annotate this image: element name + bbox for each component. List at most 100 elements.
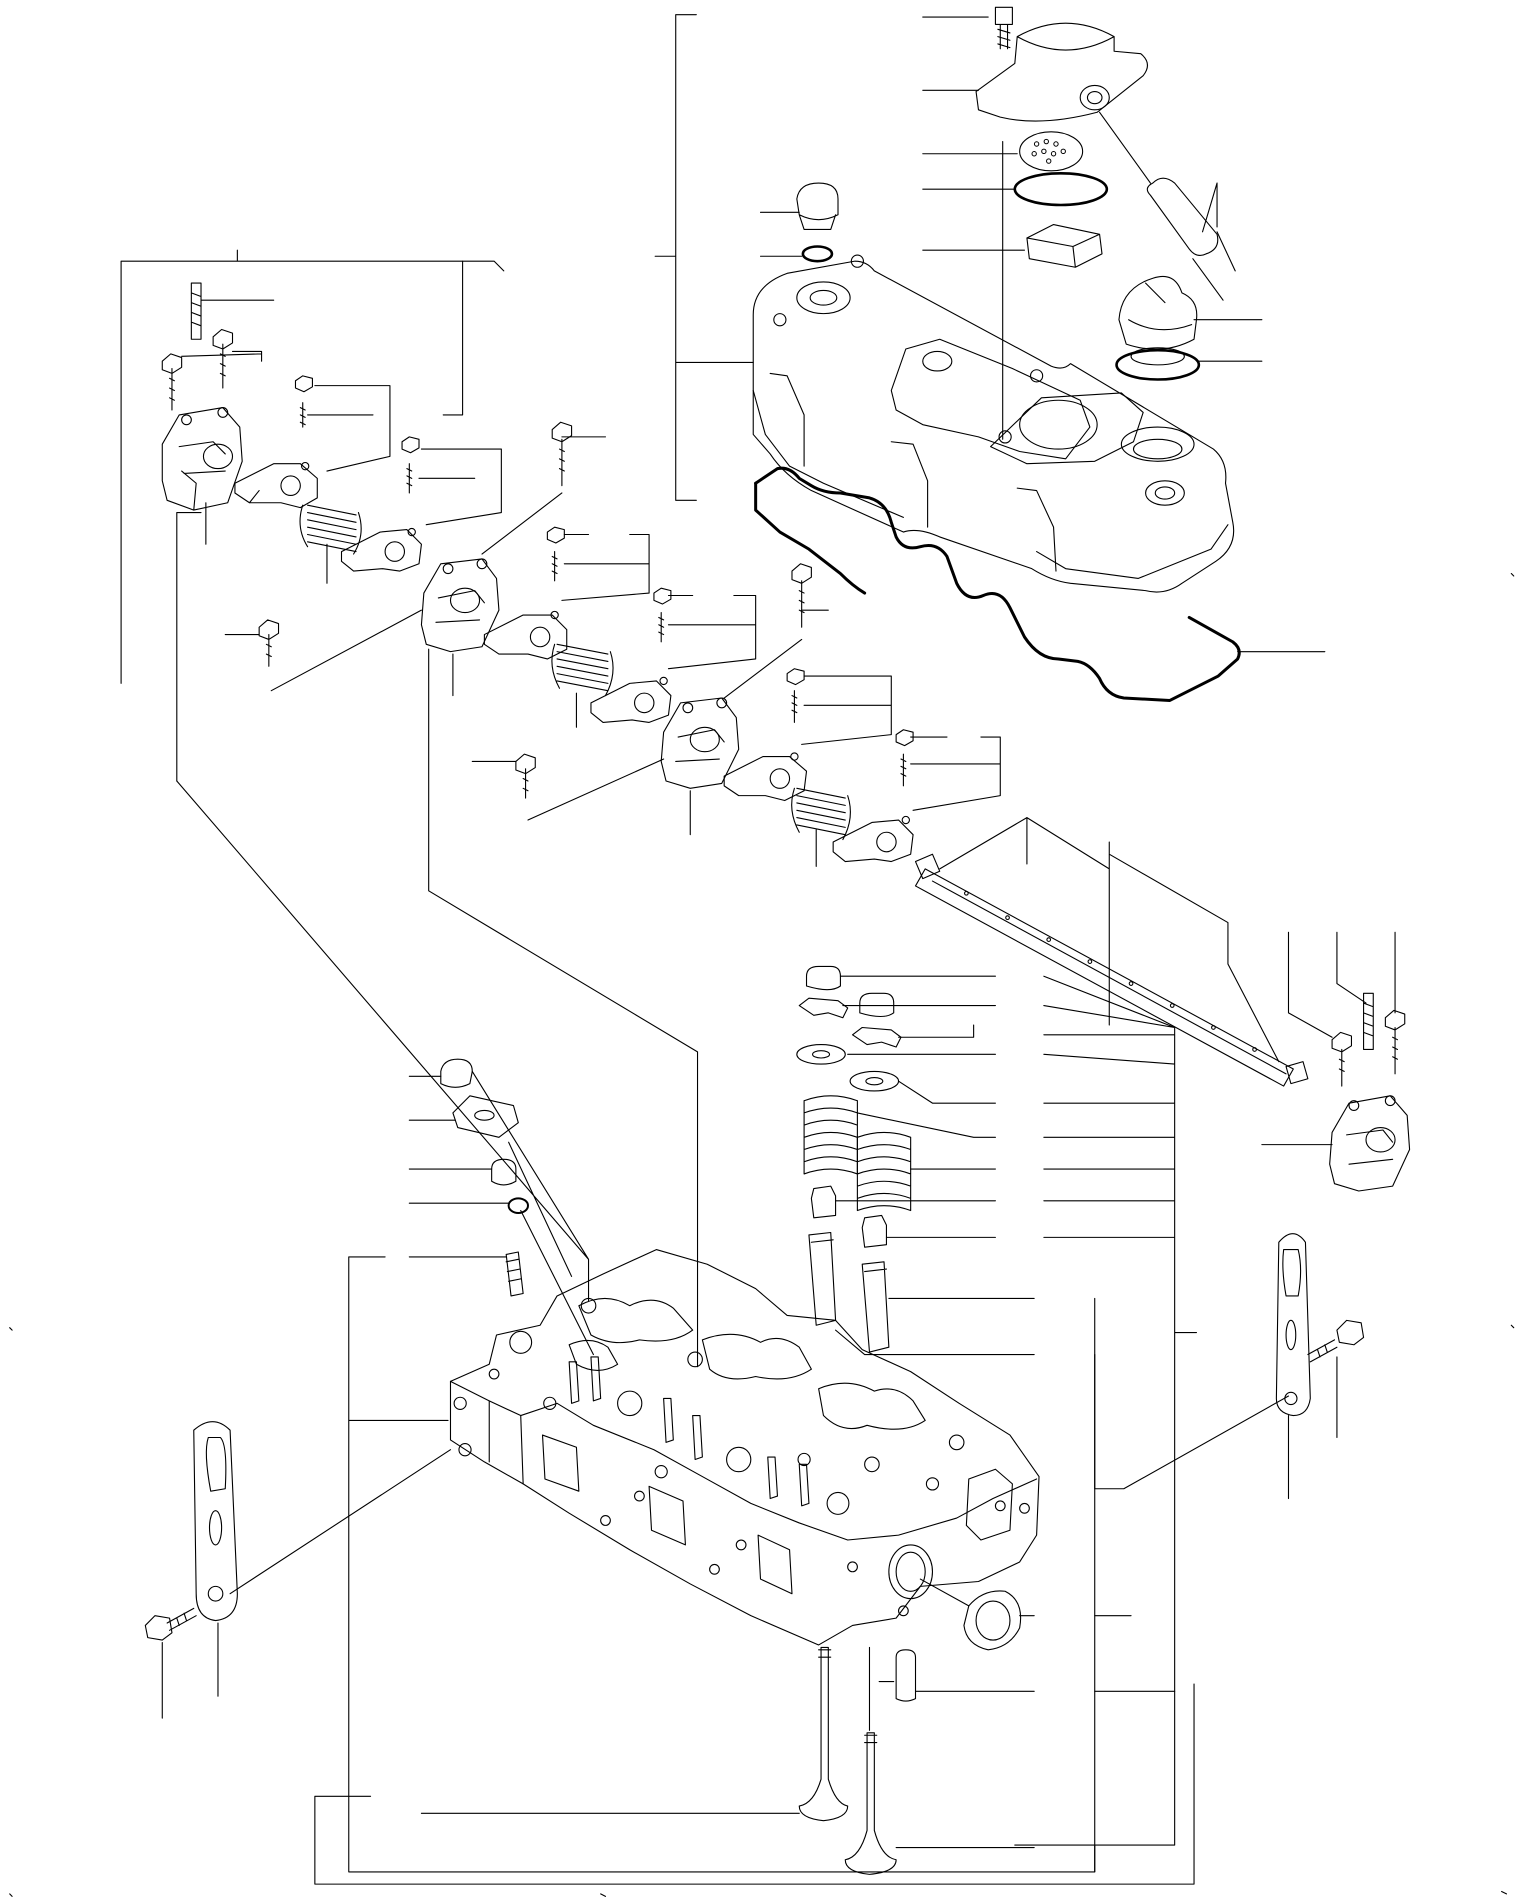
support-hole-1 [182, 415, 192, 425]
rocker-arm [724, 757, 806, 801]
breather-hose [1100, 112, 1218, 255]
sealing-cap [860, 993, 894, 1016]
valve-cotter [853, 1027, 901, 1047]
support-bore [203, 444, 232, 468]
lock-nut-icon [896, 730, 913, 746]
rocker-tip [791, 753, 798, 760]
valve-stem-seal [862, 1215, 886, 1247]
leader-lines [225, 437, 755, 1367]
sealing-cap-inner [976, 1601, 1010, 1640]
rocker-pivot [877, 832, 896, 852]
adjusting-screw [300, 403, 305, 427]
filler-opening [1121, 427, 1194, 461]
cover-gasket [756, 468, 1240, 700]
nut-icon [441, 1059, 472, 1087]
cover-hole-3 [999, 431, 1011, 443]
head-bolt-holes [454, 1298, 1029, 1615]
valve-cotter [799, 998, 847, 1018]
bolt-icon [145, 1608, 196, 1640]
bolt-icon [792, 564, 811, 627]
cover-boss-1-inner [810, 290, 837, 305]
cover-boss-1 [797, 282, 850, 314]
support-bore [1366, 1128, 1395, 1152]
hose-to-cap-line [1193, 259, 1223, 300]
cover-ribs [770, 373, 1056, 571]
stud-icon [1364, 993, 1374, 1049]
rocker-arm-set-3 [472, 564, 1000, 867]
rocker-tip [551, 611, 558, 618]
exhaust-ports [966, 1469, 1012, 1540]
hose-bracket [1203, 183, 1236, 271]
valve-stem-seal [811, 1186, 835, 1218]
plug-bolt [797, 183, 838, 229]
exhaust-valve [845, 1733, 896, 1875]
cover-port [923, 351, 952, 371]
plate-hole [475, 1110, 494, 1120]
bolt-icon [259, 620, 278, 666]
sealing-cap [807, 966, 841, 989]
rocker-pivot [281, 476, 300, 496]
seal-ring [509, 1198, 528, 1213]
rocker-arm-support [162, 408, 242, 511]
plug-washer [803, 246, 832, 261]
valve-train-parts [797, 966, 1197, 1845]
rocker-arm-set-2 [225, 422, 755, 1367]
port-opening [889, 1545, 933, 1599]
breather-port-inner [1087, 92, 1102, 104]
valve-tip [865, 1735, 877, 1742]
head-top-edge [450, 1381, 1036, 1540]
bolt-icon [1308, 1320, 1364, 1361]
filler-o-ring [1117, 350, 1199, 379]
port-opening-inner [896, 1552, 925, 1591]
cover-lower-lip [753, 390, 1228, 578]
valves-and-misc [315, 1355, 1289, 1885]
cover-hole-1 [774, 314, 786, 326]
lifting-eye-left [145, 1422, 237, 1719]
cover-dome-mount [991, 393, 1144, 464]
support-hole-1 [683, 703, 693, 713]
adjusting-screw [792, 691, 797, 723]
spring-retainer [850, 1071, 898, 1091]
eye-hole [210, 1511, 222, 1545]
valve-spring [857, 1132, 910, 1210]
lock-nut-icon [295, 376, 312, 392]
group-bracket-right [443, 261, 462, 415]
head-studs [569, 1357, 809, 1506]
leader-lines [940, 818, 1395, 1145]
support-hole-2 [218, 408, 228, 418]
leader-lines [761, 17, 1262, 439]
support-hole-2 [717, 698, 727, 708]
adjusting-screw [552, 552, 557, 581]
bolt-icon [162, 354, 181, 410]
bolt-icon [213, 329, 232, 388]
valve-tip [819, 1650, 831, 1657]
support-hole-1 [1349, 1101, 1359, 1111]
rocker-tip [302, 462, 309, 469]
leader-lines [315, 1355, 1289, 1885]
lifting-eye [1276, 1234, 1310, 1416]
rocker-arm-set-1 [121, 250, 504, 781]
cover-gasket-left [756, 483, 865, 593]
bolt-icon [1385, 1010, 1404, 1073]
eye-slot [1283, 1250, 1301, 1296]
lock-nut-icon [787, 669, 804, 685]
shaft-plug [1286, 1062, 1308, 1084]
leader-lines [177, 300, 502, 781]
bolt-icon [995, 7, 1012, 48]
eye-bolt-hole [1285, 1392, 1297, 1404]
rocker-pivot [385, 542, 404, 562]
leader-lines [162, 1623, 218, 1718]
group-bracket [121, 250, 504, 683]
valve-cover-assembly [655, 7, 1325, 700]
eye-slot [206, 1438, 225, 1492]
support-hole-1 [443, 564, 453, 574]
support-hole-2 [1385, 1096, 1395, 1106]
valve-cover [753, 261, 1233, 592]
rocker-arm [484, 615, 566, 659]
valve-spring [804, 1096, 857, 1174]
rocker-arm [833, 820, 913, 861]
rocker-tip [408, 528, 415, 535]
filter-holes [1032, 139, 1065, 163]
shaft-plug [916, 854, 940, 878]
